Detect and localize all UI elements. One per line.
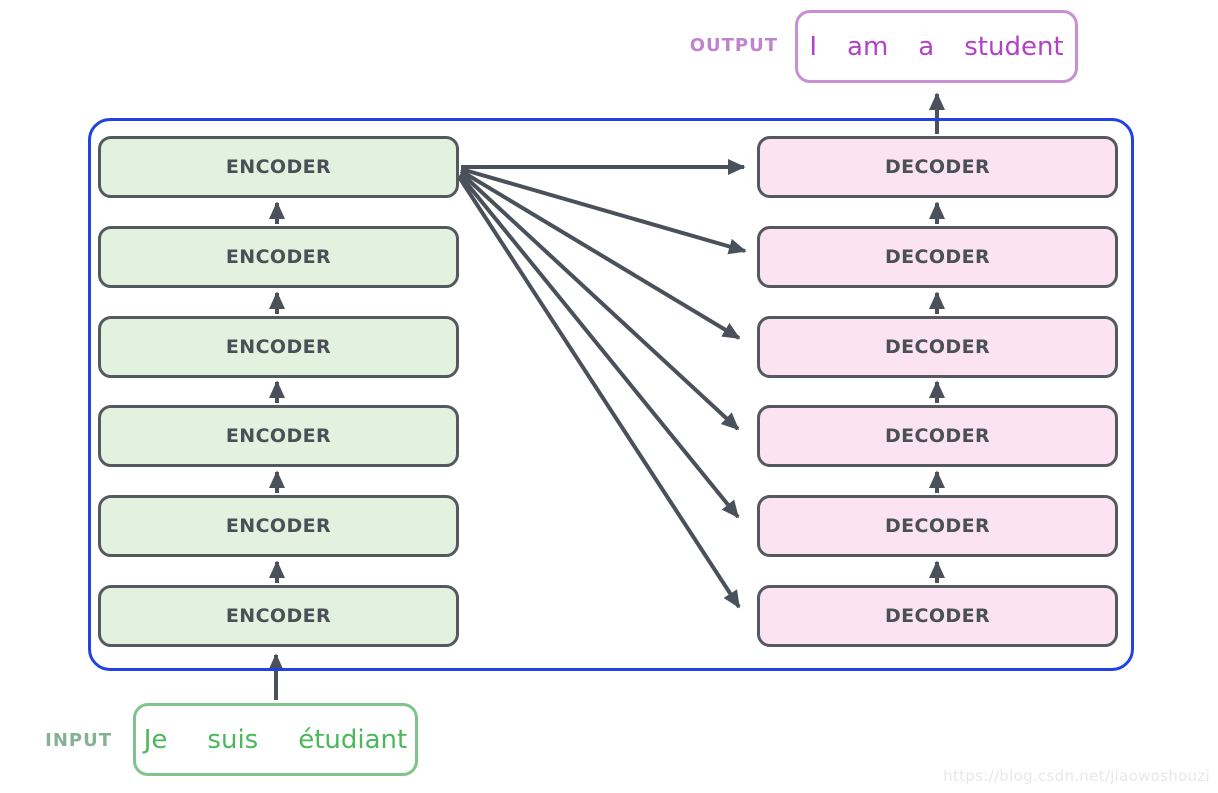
encoder-box: ENCODER bbox=[98, 405, 459, 467]
output-word: a bbox=[918, 31, 935, 62]
input-label: INPUT bbox=[45, 730, 112, 751]
decoder-box: DECODER bbox=[757, 495, 1118, 557]
output-label: OUTPUT bbox=[689, 35, 778, 56]
decoder-label: DECODER bbox=[884, 336, 991, 358]
encoder-label: ENCODER bbox=[225, 425, 332, 447]
decoder-box: DECODER bbox=[757, 226, 1118, 288]
encoder-label: ENCODER bbox=[225, 605, 332, 627]
output-word: student bbox=[964, 31, 1064, 62]
decoder-label: DECODER bbox=[884, 425, 991, 447]
decoder-box: DECODER bbox=[757, 585, 1118, 647]
encoder-box: ENCODER bbox=[98, 495, 459, 557]
encoder-label: ENCODER bbox=[225, 336, 332, 358]
watermark-url: https://blog.csdn.net/jiaowoshouzi bbox=[943, 767, 1210, 785]
decoder-label: DECODER bbox=[884, 515, 991, 537]
input-word: étudiant bbox=[298, 724, 408, 755]
output-sentence-box: I am a student bbox=[795, 10, 1078, 83]
encoder-label: ENCODER bbox=[225, 246, 332, 268]
encoder-box: ENCODER bbox=[98, 585, 459, 647]
encoder-box: ENCODER bbox=[98, 316, 459, 378]
encoder-label: ENCODER bbox=[225, 515, 332, 537]
decoder-box: DECODER bbox=[757, 405, 1118, 467]
input-word: suis bbox=[207, 724, 259, 755]
decoder-label: DECODER bbox=[884, 156, 991, 178]
encoder-label: ENCODER bbox=[225, 156, 332, 178]
decoder-box: DECODER bbox=[757, 316, 1118, 378]
encoder-box: ENCODER bbox=[98, 136, 459, 198]
encoder-box: ENCODER bbox=[98, 226, 459, 288]
input-sentence-box: Je suis étudiant bbox=[133, 703, 418, 776]
input-word: Je bbox=[143, 724, 168, 755]
encoder-decoder-container bbox=[88, 118, 1134, 671]
output-word: am bbox=[847, 31, 889, 62]
decoder-box: DECODER bbox=[757, 136, 1118, 198]
output-word: I bbox=[809, 31, 818, 62]
decoder-label: DECODER bbox=[884, 246, 991, 268]
decoder-label: DECODER bbox=[884, 605, 991, 627]
